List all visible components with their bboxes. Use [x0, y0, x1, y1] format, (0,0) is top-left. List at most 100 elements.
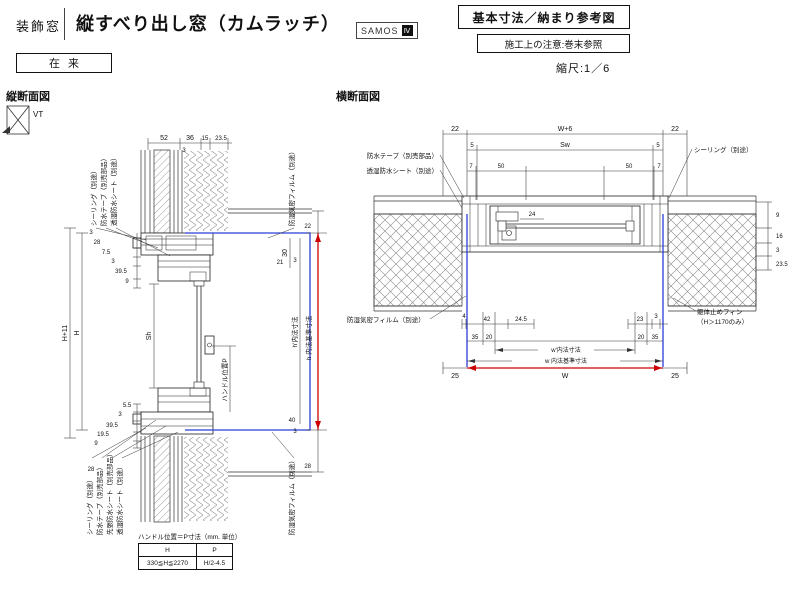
- dim-label: 24.5: [515, 317, 527, 323]
- callout-label: 防湿気密フィルム（別途）: [287, 457, 296, 535]
- vt-symbol: [2, 105, 30, 135]
- dim-label: 5.5: [123, 403, 132, 409]
- callout-label: 透湿防水シート（別途）: [115, 464, 124, 536]
- vertical-section-drawing: 縦断面図 VT: [2, 89, 327, 535]
- dim-label: 21: [277, 260, 284, 266]
- callout-label: シーリング（別途）: [85, 477, 94, 536]
- vs-red-dimension-line: [306, 232, 327, 431]
- construction-note-box: 施工上の注意:巻末参照: [477, 34, 630, 53]
- dim-label: 3: [182, 148, 186, 154]
- callout-label: 透湿防水シート（別途）: [367, 166, 439, 175]
- callout-label: 防水テープ（別売部品）: [95, 464, 104, 535]
- dim-label: 20: [638, 335, 645, 341]
- dim-label: 9: [94, 441, 98, 447]
- dim-label: 9: [776, 213, 780, 219]
- callout-label: 防水テープ（別売部品）: [99, 155, 108, 226]
- dim-label: h 内法基準寸法: [304, 315, 313, 360]
- dim-label: 22: [671, 126, 679, 133]
- scale-label: 縮尺:1／6: [556, 63, 611, 75]
- dim-label: 23.5: [215, 136, 227, 142]
- dim-label: 7: [657, 164, 661, 170]
- dim-label: H+11: [62, 325, 69, 342]
- brand-mark-icon: Ⅳ: [401, 25, 413, 36]
- dim-label: 52: [160, 135, 168, 142]
- hs-wall-left: [373, 195, 463, 312]
- dim-label: 28: [88, 467, 95, 473]
- dim-label: 7.5: [102, 250, 111, 256]
- dim-label: 3: [293, 429, 297, 435]
- dim-label: 19.5: [97, 432, 109, 438]
- reference-title-box: 基本寸法／納まり参考図: [458, 5, 630, 29]
- horizontal-section-title: 横断面図: [336, 89, 380, 103]
- hs-dimension-lines: [442, 130, 772, 363]
- dim-label: 36: [186, 135, 194, 142]
- callout-label: 透湿防水シート（別途）: [109, 155, 118, 227]
- dim-label: 39.5: [106, 423, 118, 429]
- dim-label: 5: [656, 143, 660, 149]
- vs-wall-top: [140, 149, 312, 234]
- dim-label: 5: [470, 143, 474, 149]
- handle-table-cell-h: 330≦H≦2270: [138, 556, 197, 570]
- vs-dimension-lines: [64, 138, 324, 473]
- dim-label: 40: [289, 418, 296, 424]
- dim-label: 23.5: [776, 262, 788, 268]
- brand-name: SAMOS: [361, 25, 399, 36]
- hs-red-dimension-line: [442, 362, 688, 374]
- dim-label: h'内法寸法: [290, 316, 299, 347]
- callout-label: 先張防水シート（別売部品）: [105, 451, 114, 536]
- dim-label: H: [74, 330, 81, 335]
- handle-table-header-p: P: [196, 543, 233, 557]
- vs-leader-lines: [91, 227, 295, 459]
- handle-table-header-h: H: [138, 543, 197, 557]
- dim-label: 25: [451, 373, 459, 380]
- dim-label: 3: [776, 248, 780, 254]
- method-box: 在来: [16, 53, 112, 73]
- callout-label: 防湿気密フィルム（別途）: [347, 315, 425, 324]
- dim-label: 22: [304, 224, 311, 230]
- dim-label: 23: [637, 317, 644, 323]
- callout-label: シーリング（別途）: [694, 145, 753, 154]
- brand-badge: SAMOS Ⅳ: [356, 22, 418, 39]
- dim-label: 28: [94, 240, 101, 246]
- dim-label: 3: [293, 258, 297, 264]
- dim-label: Sh: [146, 332, 153, 341]
- dim-label: 3: [654, 314, 658, 320]
- hs-blue-interior-lines: [466, 214, 664, 367]
- dim-label: w'内法寸法: [550, 346, 580, 354]
- header-divider: [64, 8, 65, 40]
- dim-label: Sw: [560, 142, 571, 149]
- dim-label: 39.5: [115, 269, 127, 275]
- dim-label: 9: [125, 279, 129, 285]
- handle-position-label: ハンドル位置P: [220, 358, 229, 401]
- vt-symbol-label: VT: [33, 110, 43, 119]
- dim-label: 3: [89, 230, 93, 236]
- dim-label: 50: [626, 164, 633, 170]
- handle-table: ハンドル位置＝P寸法（mm. 単位） H P 330≦H≦2270 H/2-4.…: [138, 531, 241, 570]
- dim-label: W+6: [558, 126, 573, 133]
- dim-label: 3: [118, 412, 122, 418]
- vs-frame: [132, 232, 215, 435]
- vs-wall-bottom: [140, 435, 312, 523]
- callout-label: （H＞1170のみ）: [697, 318, 748, 326]
- dim-label: 7: [469, 164, 473, 170]
- table-row: 330≦H≦2270 H/2-4.5: [138, 556, 233, 570]
- dim-label: W: [562, 373, 569, 380]
- callout-label: 防湿気密フィルム（別途）: [287, 148, 296, 226]
- vertical-section-title: 縦断面図: [6, 89, 50, 103]
- dim-label: 35: [652, 335, 659, 341]
- hs-wall-right: [667, 195, 757, 312]
- vs-glass: [193, 280, 205, 389]
- horizontal-section-drawing: 横断面図: [336, 89, 788, 380]
- dim-label: 25: [671, 373, 679, 380]
- handle-table-cell-p: H/2-4.5: [196, 556, 233, 570]
- dim-label: 42: [484, 317, 491, 323]
- dim-label: w 内法基準寸法: [544, 357, 587, 365]
- hs-glass: [497, 220, 635, 232]
- hs-leader-lines: [429, 148, 697, 320]
- page-title: 縦すべり出し窓（カムラッチ）: [76, 14, 340, 34]
- category-label: 装飾窓: [16, 19, 62, 34]
- dim-label: 16: [776, 234, 783, 240]
- dim-label: 30: [282, 249, 289, 257]
